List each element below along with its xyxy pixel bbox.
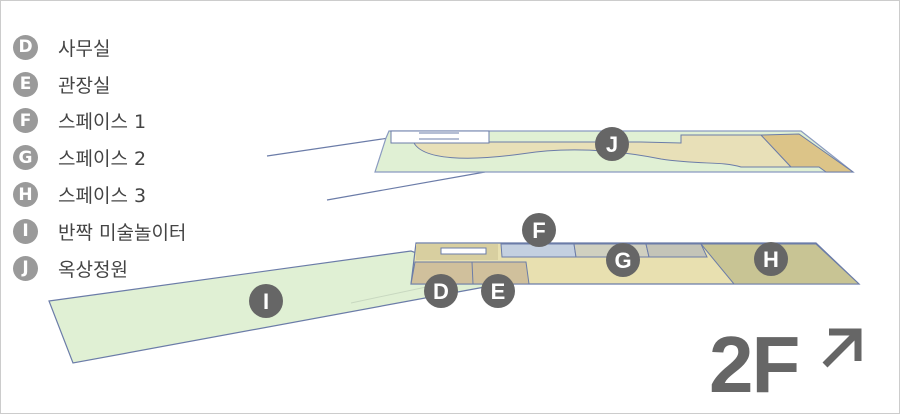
legend-item: I 반짝 미술놀이터 — [13, 213, 186, 250]
svg-text:E: E — [491, 279, 506, 304]
legend-badge-icon: F — [13, 108, 38, 134]
connector-line — [266, 137, 390, 157]
legend-item: F 스페이스 1 — [13, 103, 186, 140]
marker-j[interactable]: J — [595, 127, 629, 161]
legend-badge-icon: G — [13, 145, 38, 171]
marker-g[interactable]: G — [606, 243, 640, 277]
legend-label: 반짝 미술놀이터 — [58, 221, 187, 244]
marker-d[interactable]: D — [424, 274, 458, 308]
floor-label: 2F — [709, 320, 800, 409]
marker-h[interactable]: H — [754, 242, 788, 276]
legend-item: J 옥상정원 — [13, 250, 186, 287]
legend-badge-icon: H — [13, 182, 38, 208]
legend-label: 관장실 — [58, 74, 111, 97]
legend-label: 사무실 — [58, 37, 111, 60]
legend-item: D 사무실 — [13, 29, 186, 66]
legend-badge-icon: I — [13, 218, 38, 244]
svg-text:D: D — [433, 279, 449, 304]
marker-i[interactable]: I — [249, 284, 283, 318]
arrow-up-right-icon — [822, 328, 862, 368]
legend-item: E 관장실 — [13, 66, 186, 103]
svg-text:G: G — [614, 248, 631, 273]
svg-text:F: F — [532, 218, 545, 243]
legend-item: H 스페이스 3 — [13, 176, 186, 213]
svg-text:I: I — [263, 289, 269, 314]
marker-f[interactable]: F — [522, 213, 556, 247]
svg-text:H: H — [763, 247, 779, 272]
legend-badge-icon: D — [13, 34, 38, 60]
marker-e[interactable]: E — [481, 274, 515, 308]
legend-item: G 스페이스 2 — [13, 139, 186, 176]
legend-label: 옥상정원 — [58, 258, 128, 281]
svg-text:J: J — [606, 132, 618, 157]
legend: D 사무실 E 관장실 F 스페이스 1 G 스페이스 2 H 스페이스 3 I 반짝 미술… — [13, 29, 186, 287]
legend-badge-icon: J — [13, 255, 38, 281]
connector-line — [326, 171, 486, 201]
legend-badge-icon: E — [13, 71, 38, 97]
legend-label: 스페이스 2 — [58, 148, 147, 171]
legend-label: 스페이스 3 — [58, 185, 147, 208]
space-2-room-b[interactable] — [645, 243, 708, 258]
legend-label: 스페이스 1 — [58, 111, 147, 134]
